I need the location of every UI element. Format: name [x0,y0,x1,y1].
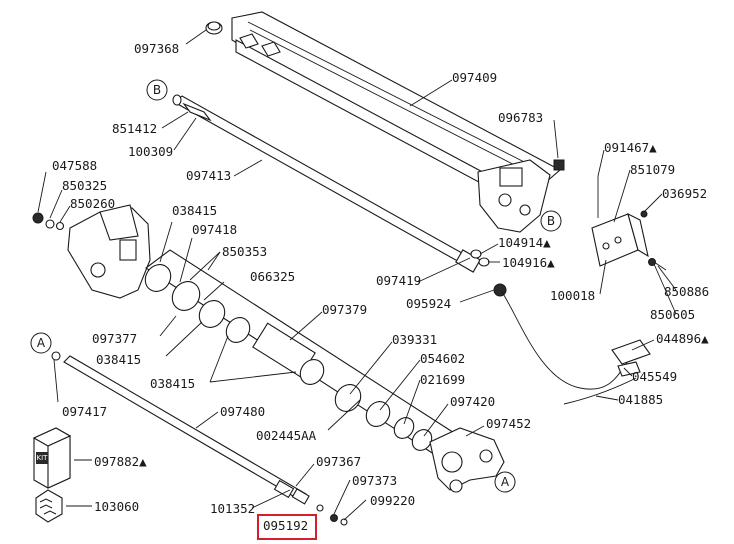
label-097480: 097480 [220,404,265,419]
label-097452: 097452 [486,416,531,431]
label-104914: 104914▲ [498,235,551,250]
label-097367: 097367 [316,454,361,469]
label-101352: 101352 [210,501,255,516]
label-036952: 036952 [662,186,707,201]
label-047588: 047588 [52,158,97,173]
label-054602: 054602 [420,351,465,366]
label-002445AA: 002445AA [256,428,317,443]
label-097379: 097379 [322,302,367,317]
hose-assembly [501,291,651,405]
callout-a-bottom: A [494,471,516,493]
callout-b-top: B [146,79,168,101]
label-100018: 100018 [550,288,595,303]
valve-block-100018 [591,212,649,267]
small-parts-rod-end [316,504,348,526]
label-097413: 097413 [186,168,231,183]
callout-a-left: A [30,332,52,354]
label-096783: 096783 [498,110,543,125]
part-labels: 097368 097409 096783 851412 100309 09741… [52,41,709,533]
label-041885: 041885 [618,392,663,407]
label-038415-a: 038415 [172,203,217,218]
label-097373: 097373 [352,473,397,488]
label-095192: 095192 [263,518,308,533]
hardware-pack-icon [35,489,63,523]
label-097420: 097420 [450,394,495,409]
bracket-left [67,204,151,299]
highlight-box [257,514,317,540]
label-850325: 850325 [62,178,107,193]
svg-text:B: B [547,214,555,228]
end-fitting-097452 [429,427,505,493]
kit-box-icon: KIT [32,427,72,489]
label-039331: 039331 [392,332,437,347]
label-850353: 850353 [222,244,267,259]
label-038415-c: 038415 [150,376,195,391]
label-097377: 097377 [92,331,137,346]
kit-label: KIT [37,454,49,462]
label-097409: 097409 [452,70,497,85]
label-097419: 097419 [376,273,421,288]
svg-text:A: A [501,475,510,489]
label-097368: 097368 [134,41,179,56]
callout-b-right: B [540,210,562,232]
screws-right [597,176,667,271]
label-099220: 099220 [370,493,415,508]
rod-097413 [172,94,481,273]
label-850260: 850260 [70,196,115,211]
label-850605: 850605 [650,307,695,322]
cap-097368 [205,21,223,35]
boom-frame [231,11,561,233]
label-044896: 044896▲ [656,331,709,346]
label-097418: 097418 [192,222,237,237]
label-097882: 097882▲ [94,454,147,469]
label-021699: 021699 [420,372,465,387]
label-045549: 045549 [632,369,677,384]
svg-text:A: A [37,336,46,350]
label-850886: 850886 [664,284,709,299]
label-104916: 104916▲ [502,255,555,270]
label-097417: 097417 [62,404,107,419]
label-100309: 100309 [128,144,173,159]
nut-096783 [553,159,565,171]
label-091467: 091467▲ [604,140,657,155]
rod-097480 [51,351,310,505]
label-103060: 103060 [94,499,139,514]
label-851412: 851412 [112,121,157,136]
bolts-left [32,212,65,231]
label-066325: 066325 [250,269,295,284]
leader-lines [37,29,677,521]
seals-right [470,249,507,297]
label-038415-b: 038415 [96,352,141,367]
label-095924: 095924 [406,296,451,311]
label-851079: 851079 [630,162,675,177]
svg-text:B: B [153,83,161,97]
